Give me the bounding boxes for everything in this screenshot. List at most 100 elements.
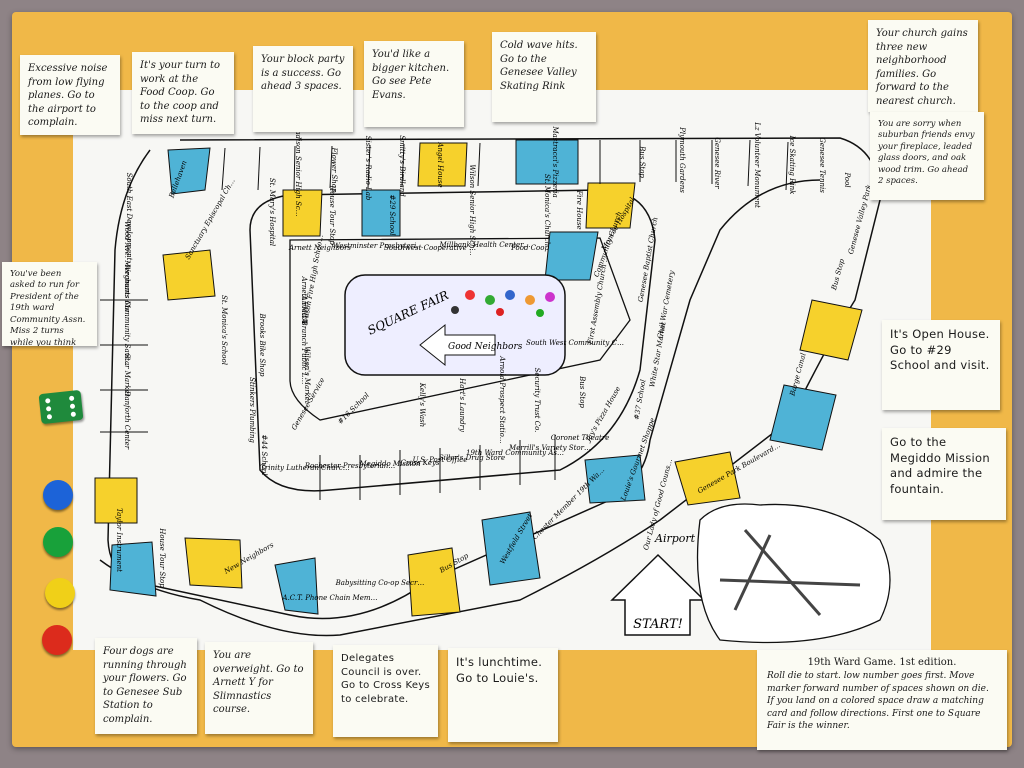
yellow-token[interactable] xyxy=(45,578,75,608)
card-cold-wave[interactable]: Cold wave hits. Go to the Genesee Valley… xyxy=(492,32,596,122)
card-kitchen[interactable]: You'd like a bigger kitchen. Go see Pete… xyxy=(364,41,464,127)
card-text: Cold wave hits. Go to the Genesee Valley… xyxy=(500,40,578,92)
blue-space xyxy=(515,139,579,185)
track-space-label: Plymouth Gardens xyxy=(678,126,686,193)
card-text: It's your turn to work at the Food Coop.… xyxy=(140,60,220,125)
rules-text: Roll die to start. low number goes first… xyxy=(767,671,989,732)
card-president[interactable]: You've been asked to run for President o… xyxy=(2,262,97,346)
blue-space xyxy=(544,231,599,281)
track-space-label: Genesee Tennis xyxy=(818,137,826,193)
card-text: You'd like a bigger kitchen. Go see Pete… xyxy=(372,49,450,101)
track-space-label: Arnett Neighbors xyxy=(288,244,351,252)
track-space-label: 19th Ward Community As… xyxy=(466,449,564,457)
blue-space xyxy=(167,147,211,195)
track-space-label: Brooks Bike Shop xyxy=(258,313,266,377)
track-space-label: U.S. Post Office xyxy=(413,456,468,464)
track-space-label: South East Development… xyxy=(125,173,133,268)
track-space-label: Wood Ave. Merchants Ma… xyxy=(123,221,131,319)
track-space-label: Arnold Prospect Statio… xyxy=(498,355,506,444)
blue-space xyxy=(274,557,319,615)
start-label: START! xyxy=(633,617,683,632)
track-space-label: Madison Senior High Sc… xyxy=(294,122,302,216)
track-space-label: Bus Stop xyxy=(830,258,846,292)
yellow-space xyxy=(162,249,216,301)
track-space-label: Megiddo Mission xyxy=(359,460,421,468)
track-space-label: Arnett YMCA xyxy=(300,275,308,323)
track-space-label: Genesee Baptist Church xyxy=(637,217,660,303)
track-space-label: #29 School xyxy=(388,195,396,236)
track-space-label: Mastracci's Pizzeria xyxy=(551,125,559,197)
yellow-space xyxy=(674,451,741,506)
outer-edge xyxy=(107,149,821,620)
card-block-party[interactable]: Your block party is a success. Go ahead … xyxy=(253,46,353,132)
track-space-label: Sister's Radio Lab xyxy=(364,136,372,201)
card-delegates[interactable]: Delegates Council is over. Go to Cross K… xyxy=(333,645,438,737)
track-space-label: South West Community C… xyxy=(526,339,624,347)
card-text: You are sorry when suburban friends envy… xyxy=(878,119,975,187)
yellow-space xyxy=(417,142,468,187)
track-space-label: #44 School xyxy=(260,435,268,476)
card-text: Four dogs are running through your flowe… xyxy=(103,646,187,725)
track-space-label: Merrill's Variety Stor… xyxy=(508,444,591,452)
track-space-label: Fire House xyxy=(575,189,583,229)
track-space-label: Genesee River xyxy=(713,137,721,189)
rules-card: 19th Ward Game. 1st edition. Roll die to… xyxy=(757,650,1007,750)
track-space-label: Stinkers Plumbing xyxy=(248,377,256,443)
track-space-label: House Tour Stop xyxy=(158,527,166,588)
card-overweight[interactable]: You are overweight. Go to Arnett Y for S… xyxy=(205,642,313,734)
red-token[interactable] xyxy=(42,625,72,655)
track-space-label: Westminster Presbyteri… xyxy=(333,242,423,250)
track-space-label: Babysitting Co-op Secr… xyxy=(335,579,425,587)
track-space-label: St. Mary's Hospital xyxy=(268,178,276,246)
track-space-label: St. Monica's School xyxy=(220,295,228,365)
track-space-label: House Tour Stop xyxy=(328,184,336,245)
inner-ring xyxy=(289,237,631,421)
die-icon[interactable] xyxy=(38,389,84,425)
rules-title: 19th Ward Game. 1st edition. xyxy=(807,657,957,668)
card-text: Delegates Council is over. Go to Cross K… xyxy=(341,653,430,705)
airport-label: Airport xyxy=(654,532,696,545)
track-space-label: Kelly's Wash xyxy=(418,382,426,427)
track-space-label: St. Monica's Church xyxy=(543,174,551,246)
card-text: You are overweight. Go to Arnett Y for S… xyxy=(213,650,304,715)
airport-area xyxy=(696,503,891,644)
track-space-label: Wegmans Community Savi… xyxy=(123,264,131,366)
track-space-label: Arnett Branch Public L… xyxy=(300,295,308,385)
card-church[interactable]: Your church gains three new neighborhood… xyxy=(868,20,978,112)
middle-ring xyxy=(249,189,656,492)
good-neighbors-label: Good Neighbors xyxy=(448,342,523,352)
track-space-label: Angel House xyxy=(436,141,444,187)
good-neighbors-arrow xyxy=(419,323,496,367)
card-food-coop[interactable]: It's your turn to work at the Food Coop.… xyxy=(132,52,234,134)
track-space-label: Millbank Health Center… xyxy=(438,241,530,249)
track-space-label: Trinity Lutheran Churc… xyxy=(260,464,350,472)
track-space-label: Lz Volunteer Monument xyxy=(753,121,761,208)
track-space-label: Danforth Center xyxy=(123,390,131,450)
track-space-label: Security Trust Co. xyxy=(533,368,541,433)
card-suburban[interactable]: You are sorry when suburban friends envy… xyxy=(870,112,984,200)
card-open-house[interactable]: It's Open House. Go to #29 School and vi… xyxy=(882,320,1000,410)
card-noise[interactable]: Excessive noise from low flying planes. … xyxy=(20,55,120,135)
card-text: Excessive noise from low flying planes. … xyxy=(28,63,108,128)
green-token[interactable] xyxy=(43,527,73,557)
card-megiddo[interactable]: Go to the Megiddo Mission and admire the… xyxy=(882,428,1006,520)
track-space-label: Smitty's Birdland xyxy=(398,135,406,197)
track-space-label: Star Market xyxy=(123,353,131,396)
space-dividers xyxy=(100,139,789,500)
blue-space xyxy=(481,511,541,586)
yellow-space xyxy=(282,189,323,237)
card-lunch[interactable]: It's lunchtime. Go to Louie's. xyxy=(448,648,558,742)
yellow-space xyxy=(585,182,636,229)
fair-drawings xyxy=(451,290,555,317)
blue-token[interactable] xyxy=(43,480,73,510)
track-space-label: Pool xyxy=(843,171,851,187)
track-space-label: Bus Stop xyxy=(578,375,586,408)
blue-space xyxy=(361,189,401,237)
yellow-space xyxy=(407,547,461,617)
track-space-label: #16 School xyxy=(336,391,371,426)
track-space-label: Rochester Presbyterian… xyxy=(304,462,396,470)
card-dogs[interactable]: Four dogs are running through your flowe… xyxy=(95,638,197,734)
track-space-label: Wilson's Market xyxy=(303,346,311,404)
